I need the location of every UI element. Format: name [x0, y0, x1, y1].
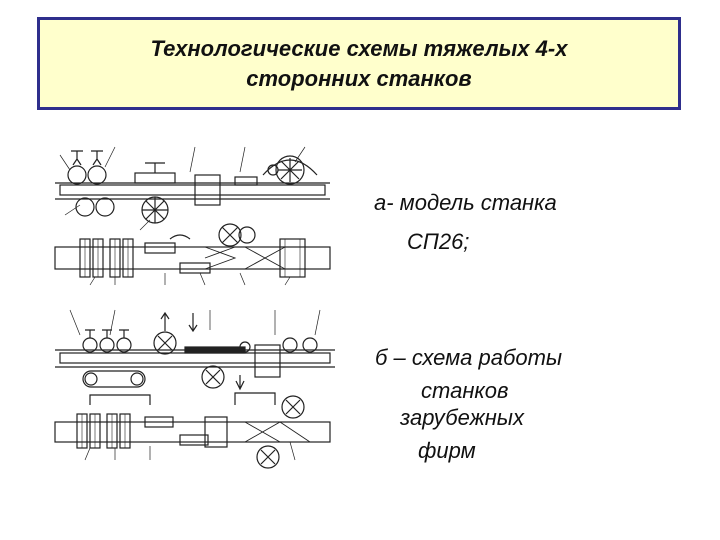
- title-line-1: Технологические схемы тяжелых 4-х: [150, 35, 568, 61]
- feed-belt: [82, 370, 146, 388]
- caption-b-line-1: б – схема работы: [375, 345, 563, 370]
- caption-a-line-1: а- модель станка: [374, 190, 557, 215]
- side-cutter: [256, 445, 280, 469]
- title-line-2: сторонних станков: [246, 65, 472, 91]
- spindle-box: [204, 416, 228, 448]
- caption-b-line-4: фирм: [418, 438, 476, 463]
- feed-roller: [87, 165, 107, 185]
- scheme-b-side-view: [55, 309, 335, 391]
- side-head: [179, 262, 211, 274]
- board-a-plan: [54, 246, 331, 270]
- board-a-top: [59, 184, 326, 196]
- board-b-top: [59, 352, 331, 364]
- scheme-b-plan-view: [54, 392, 331, 469]
- spindle-box: [234, 176, 258, 186]
- side-cutter: [281, 395, 305, 419]
- pressure-shoe: [134, 172, 176, 184]
- top-cutter: [153, 331, 177, 355]
- side-head: [144, 242, 176, 254]
- board-b-plan: [54, 421, 331, 443]
- side-head: [144, 416, 174, 428]
- side-head: [179, 434, 209, 446]
- pressure-plate: [184, 346, 246, 354]
- outfeed-box: [279, 238, 306, 278]
- feed-roller: [67, 165, 87, 185]
- caption-b-line-3: зарубежных: [400, 405, 524, 430]
- guide-box: [254, 344, 281, 378]
- caption-a-line-2: СП26;: [407, 229, 470, 254]
- machine-schemes-drawing: [54, 146, 335, 469]
- side-cutter: [218, 223, 242, 247]
- lower-roller: [75, 197, 95, 217]
- top-cutter: [275, 155, 305, 185]
- scheme-a-plan-view: [54, 223, 331, 286]
- caption-b-line-2: станков: [421, 378, 509, 403]
- scheme-a-side-view: [55, 146, 330, 231]
- bottom-cutter: [201, 365, 225, 389]
- spindle-box: [194, 174, 221, 206]
- lower-roller: [95, 197, 115, 217]
- title-box: Технологические схемы тяжелых 4-х сторон…: [37, 17, 681, 110]
